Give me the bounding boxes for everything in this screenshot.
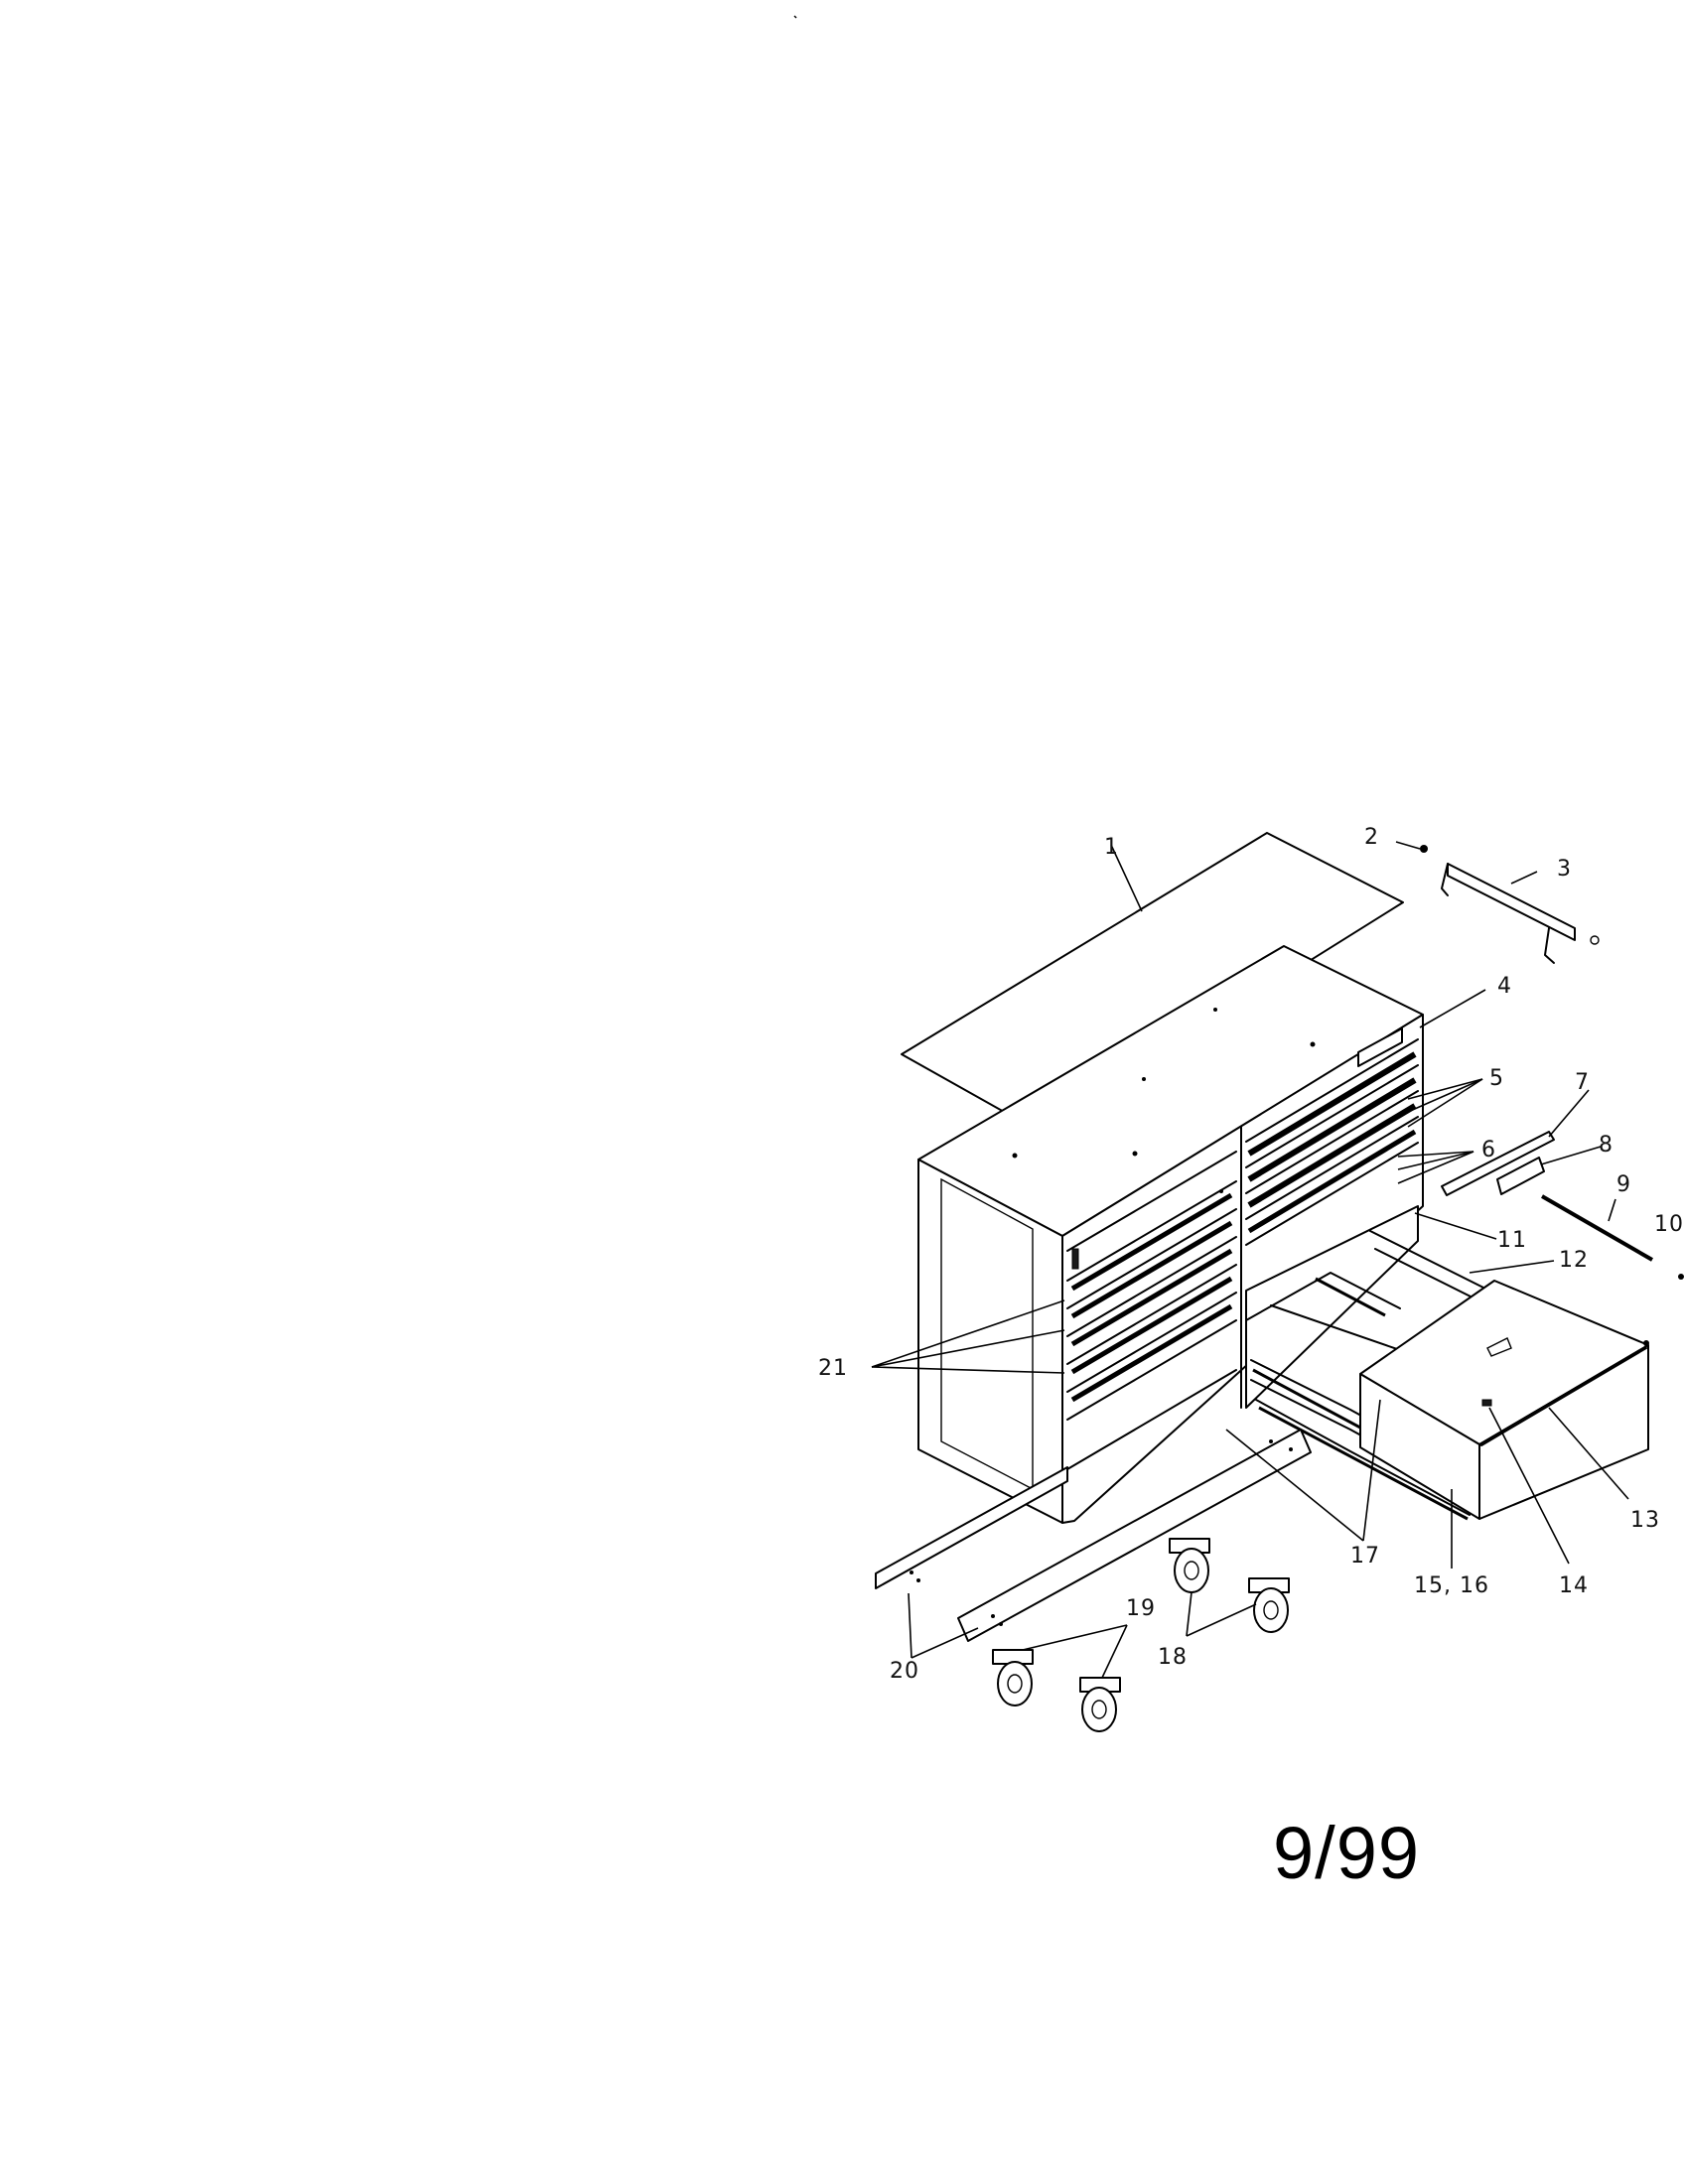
callout-11: 11	[1497, 1228, 1527, 1253]
callout-19: 19	[1126, 1596, 1156, 1621]
callout-20: 20	[890, 1659, 919, 1684]
part-14-clip	[1481, 1399, 1492, 1407]
part-9-rod	[1541, 1194, 1653, 1262]
stray-mark	[793, 15, 797, 19]
callout-14: 14	[1559, 1573, 1589, 1598]
callout-4: 4	[1497, 974, 1512, 999]
callout-17: 17	[1350, 1544, 1380, 1569]
part-3-side-handle	[1441, 863, 1600, 964]
callout-10: 10	[1654, 1212, 1684, 1237]
callout-7: 7	[1575, 1070, 1590, 1095]
revision-date: 9/99	[1273, 1812, 1421, 1894]
callout-3: 3	[1557, 857, 1572, 882]
callout-2: 2	[1364, 825, 1379, 850]
part-7-slide-strip	[1441, 1131, 1555, 1196]
callout-6: 6	[1481, 1138, 1496, 1162]
callout-9: 9	[1616, 1172, 1631, 1197]
part-5-6-right-drawer-bank	[1245, 1027, 1419, 1246]
callout-8: 8	[1599, 1133, 1614, 1158]
part-21-left-drawer-bank	[1066, 1151, 1237, 1470]
part-13-drawer-box	[1359, 1280, 1649, 1520]
part-2-screw	[1420, 845, 1428, 853]
leader-lines	[871, 841, 1629, 1679]
part-19-caster-right	[1079, 1677, 1121, 1732]
callout-15-16: 15, 16	[1414, 1573, 1489, 1598]
part-18-caster-right	[1248, 1577, 1290, 1633]
callout-13: 13	[1630, 1508, 1660, 1533]
callout-18: 18	[1158, 1645, 1188, 1670]
callout-5: 5	[1489, 1066, 1504, 1091]
part-10-screw	[1678, 1274, 1684, 1280]
part-18-caster-left	[1169, 1538, 1210, 1593]
part-8-bracket	[1496, 1157, 1545, 1195]
callout-12: 12	[1559, 1248, 1589, 1273]
callout-21: 21	[818, 1356, 848, 1381]
callout-labels: 1 2 3 4 5 6 7 8 9 10 11 12 13 14 15, 16 …	[818, 825, 1684, 1684]
part-19-caster-left	[992, 1649, 1034, 1706]
part-1-top-mat	[901, 832, 1404, 1132]
callout-1: 1	[1104, 835, 1119, 860]
